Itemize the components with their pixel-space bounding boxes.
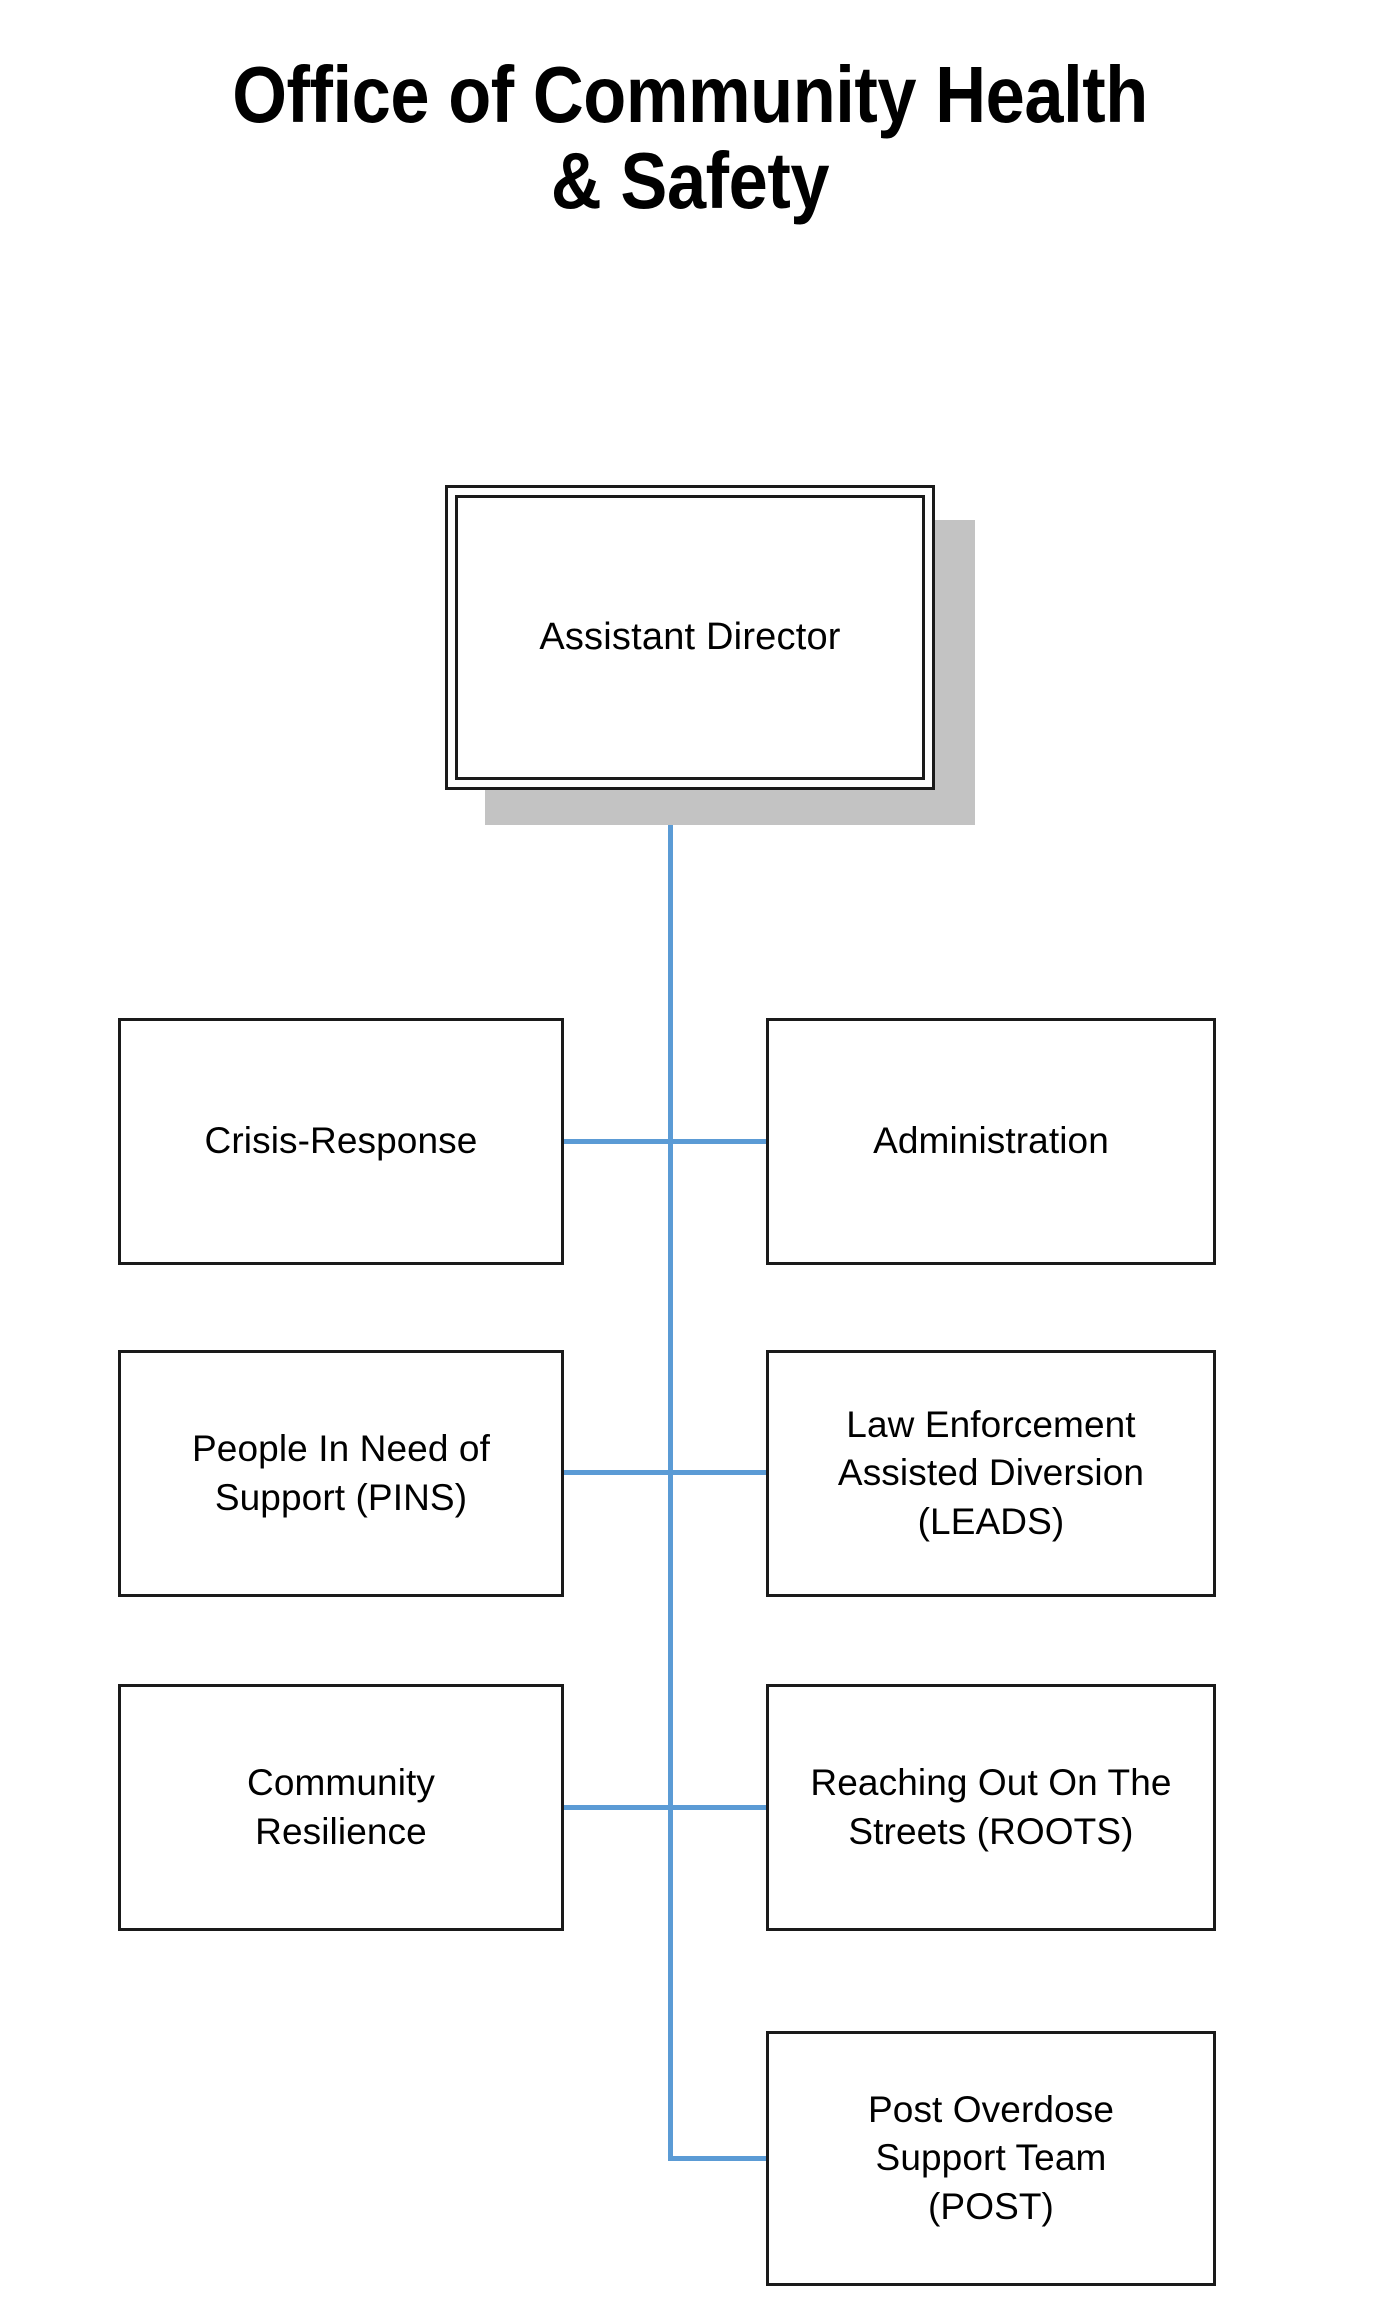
node-roots[interactable]: Reaching Out On The Streets (ROOTS) [766,1684,1216,1931]
connector-row1-horizontal [560,1139,770,1144]
node-assistant-director[interactable]: Assistant Director [445,485,935,790]
page-title: Office of Community Health & Safety [232,50,1148,226]
node-post[interactable]: Post Overdose Support Team (POST) [766,2031,1216,2286]
connector-row2-horizontal [560,1470,770,1475]
node-crisis-response[interactable]: Crisis-Response [118,1018,564,1265]
node-community-resilience[interactable]: Community Resilience [118,1684,564,1931]
node-assistant-director-label: Assistant Director [455,495,925,780]
connector-row3-horizontal [560,1805,770,1810]
node-pins[interactable]: People In Need of Support (PINS) [118,1350,564,1597]
node-leads[interactable]: Law Enforcement Assisted Diversion (LEAD… [766,1350,1216,1597]
node-administration[interactable]: Administration [766,1018,1216,1265]
connector-row4-elbow [668,2156,770,2161]
